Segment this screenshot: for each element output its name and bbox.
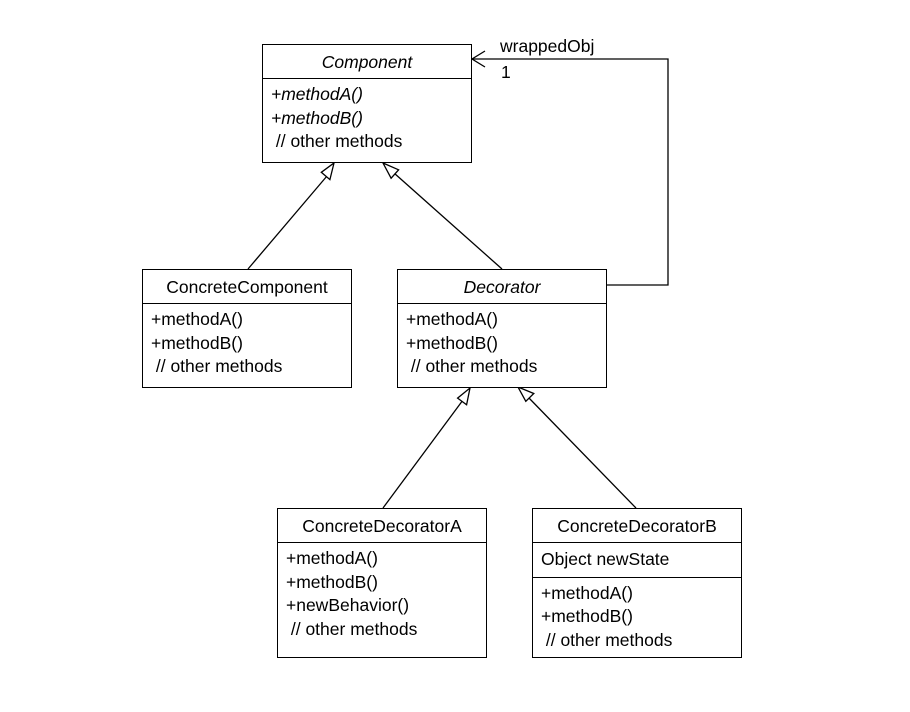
method-item: +methodA() [151, 309, 243, 329]
method-item: +methodB() [286, 571, 378, 592]
generalization-concrete-component [247, 175, 328, 270]
inheritance-arrowhead [320, 161, 336, 181]
method-item: // other methods [271, 131, 403, 151]
methods-decorator: +methodA() +methodB() // other methods [398, 304, 606, 383]
method-item: +methodA() [541, 582, 633, 603]
class-name-concrete-decorator-b: ConcreteDecoratorB [533, 509, 741, 543]
method-item: +methodA() [406, 309, 498, 329]
method-item: // other methods [541, 629, 673, 650]
method-item: +methodB() [271, 107, 363, 128]
class-name-concrete-component: ConcreteComponent [143, 270, 351, 304]
generalization-concrete-decorator-b [527, 396, 637, 509]
generalization-concrete-decorator-a [382, 399, 464, 509]
class-concrete-decorator-b[interactable]: ConcreteDecoratorB Object newState +meth… [532, 508, 742, 658]
class-concrete-decorator-a[interactable]: ConcreteDecoratorA +methodA() +methodB()… [277, 508, 487, 658]
class-name-decorator: Decorator [398, 270, 606, 304]
method-item: // other methods [151, 356, 283, 376]
inheritance-arrowhead [516, 385, 535, 403]
class-decorator[interactable]: Decorator +methodA() +methodB() // other… [397, 269, 607, 388]
generalization-decorator [393, 172, 503, 270]
methods-component: +methodA() +methodB() // other methods [263, 79, 471, 158]
methods-concrete-decorator-b: +methodA() +methodB() // other methods [533, 578, 741, 657]
attributes-concrete-decorator-b: Object newState [533, 543, 741, 578]
method-item: // other methods [286, 618, 418, 639]
method-item: +methodA() [286, 548, 378, 568]
inheritance-arrowhead [381, 161, 400, 180]
method-item: +methodA() [271, 84, 363, 104]
attribute-item: Object newState [541, 549, 670, 569]
method-item: +newBehavior() [286, 595, 410, 615]
association-role-label: wrappedObj [500, 36, 595, 56]
class-concrete-component[interactable]: ConcreteComponent +methodA() +methodB() … [142, 269, 352, 388]
association-multiplicity-label: 1 [501, 62, 511, 82]
methods-concrete-decorator-a: +methodA() +methodB() +newBehavior() // … [278, 543, 486, 645]
association-wrapped-obj [472, 58, 669, 286]
class-name-concrete-decorator-a: ConcreteDecoratorA [278, 509, 486, 543]
class-component[interactable]: Component +methodA() +methodB() // other… [262, 44, 472, 163]
association-open-arrowhead [470, 50, 486, 68]
method-item: +methodB() [541, 606, 633, 626]
class-name-component: Component [263, 45, 471, 79]
method-item: +methodB() [151, 332, 243, 353]
inheritance-arrowhead [456, 386, 471, 406]
methods-concrete-component: +methodA() +methodB() // other methods [143, 304, 351, 383]
method-item: +methodB() [406, 332, 498, 353]
method-item: // other methods [406, 356, 538, 376]
